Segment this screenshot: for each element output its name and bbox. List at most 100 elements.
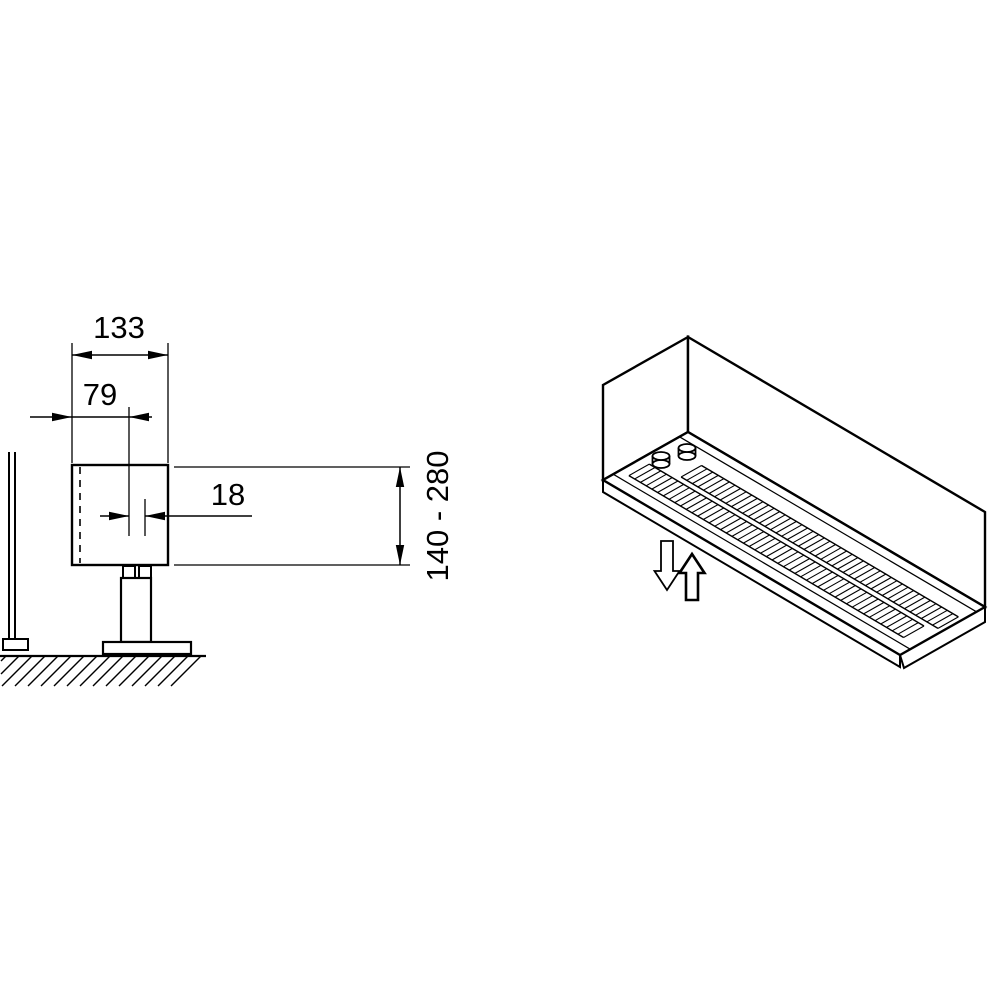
drawing-line — [686, 468, 708, 481]
drawing-line — [742, 501, 764, 514]
drawing-line — [800, 564, 822, 578]
arrowhead-icon — [72, 350, 92, 360]
drawing-line — [798, 534, 820, 547]
drawing-line — [926, 609, 948, 623]
drawing-line — [14, 655, 46, 687]
drawing-line — [880, 612, 902, 625]
valve-body — [677, 451, 697, 461]
drawing-line — [823, 578, 845, 591]
drawing-line — [893, 590, 915, 603]
wall — [2, 452, 29, 651]
drawing-line — [27, 655, 59, 687]
grille-strip-back — [628, 463, 925, 639]
drawing-line — [828, 581, 850, 595]
drawing-line — [651, 477, 673, 490]
drawing-line — [747, 504, 769, 517]
dimension-offset: 79 — [30, 377, 152, 536]
base-plate — [101, 640, 193, 656]
drawing-line — [736, 497, 758, 511]
drawing-line — [118, 655, 150, 687]
drawing-line — [881, 583, 903, 596]
drawing-line — [0, 655, 20, 675]
drawing-line — [131, 655, 163, 687]
valve-connection-left — [651, 451, 671, 469]
drawing-line — [0, 655, 7, 662]
drawing-line — [708, 510, 730, 524]
drawing-line — [915, 603, 937, 616]
drawing-line — [714, 514, 736, 527]
drawing-line — [764, 514, 786, 527]
drawing-line — [692, 471, 713, 485]
drawing-line — [708, 481, 730, 494]
drawing-line — [840, 588, 862, 601]
dimension-spacing: 18 — [100, 477, 252, 536]
valve-top — [677, 443, 697, 453]
drawing-line — [869, 605, 890, 618]
drawing-line — [663, 483, 684, 497]
drawing-line — [720, 517, 742, 531]
drawing-line — [685, 497, 707, 510]
dimension-height-range: 140 - 280 — [174, 451, 455, 582]
drawing-line — [794, 561, 816, 574]
drawing-line — [903, 625, 925, 638]
drawing-line — [826, 550, 847, 564]
drawing-line — [783, 554, 805, 568]
isometric-view — [600, 334, 988, 670]
drawing-line — [863, 601, 885, 615]
drawing-line — [820, 547, 842, 560]
drawing-line — [846, 591, 868, 605]
pedestal-column — [119, 576, 153, 644]
drawing-line — [771, 547, 793, 561]
drawing-line — [817, 574, 839, 588]
dim-label-total-width: 133 — [93, 310, 145, 345]
drawing-line — [851, 595, 873, 608]
drawing-line — [921, 606, 942, 619]
drawing-line — [691, 500, 713, 514]
drawing-line — [628, 463, 650, 477]
drawing-line — [848, 563, 870, 577]
drawing-line — [680, 476, 939, 630]
drawing-line — [834, 585, 856, 598]
drawing-line — [645, 473, 667, 487]
valve-connection-right — [677, 443, 697, 461]
bottom-lip-edge — [602, 480, 901, 669]
drawing-line — [743, 531, 765, 544]
drawing-line — [837, 557, 859, 570]
arrowhead-icon — [395, 545, 405, 565]
arrowhead-icon — [395, 467, 405, 487]
section-view: 133 79 18 140 - 280 — [0, 310, 455, 687]
drawing-line — [657, 480, 679, 493]
drawing-line — [803, 537, 825, 550]
drawing-line — [874, 608, 896, 622]
drawing-line — [754, 537, 776, 551]
drawing-line — [898, 593, 920, 606]
drawing-line — [737, 527, 759, 541]
dim-label-height-range: 140 - 280 — [420, 451, 455, 582]
drawing-line — [40, 655, 72, 687]
drawing-line — [1, 655, 33, 687]
drawing-line — [731, 494, 753, 508]
pipe-connector-right — [138, 565, 152, 579]
drawing-line — [680, 465, 702, 478]
valve-body — [651, 459, 671, 469]
drawing-line — [932, 613, 954, 626]
dim-label-offset: 79 — [83, 377, 117, 412]
drawing-line — [731, 524, 753, 537]
drawing-line — [719, 488, 741, 501]
arrowhead-icon — [129, 412, 149, 422]
drawing-line — [697, 474, 719, 488]
drawing-line — [814, 544, 836, 557]
drawing-line — [886, 615, 908, 628]
drawing-line — [897, 622, 919, 635]
drawing-line — [904, 596, 926, 610]
drawing-line — [170, 655, 202, 687]
drawing-line — [634, 467, 656, 480]
drawing-line — [714, 484, 736, 498]
drawing-line — [703, 507, 724, 520]
drawing-line — [157, 655, 189, 687]
drawing-line — [854, 567, 875, 580]
wall-foot — [2, 638, 29, 651]
right-channel-flange — [899, 607, 986, 670]
drawing-line — [937, 616, 959, 629]
